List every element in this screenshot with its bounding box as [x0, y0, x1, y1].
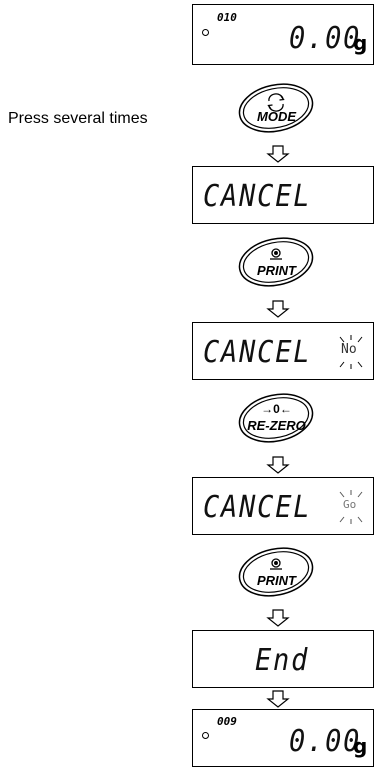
- down-arrow-icon: [266, 456, 290, 474]
- button-outline-icon: [238, 83, 314, 133]
- blink-marks-icon: [339, 490, 363, 524]
- rezero-button[interactable]: →0← RE-ZERO: [236, 392, 317, 444]
- rezero-label: RE-ZERO: [247, 418, 306, 433]
- display-cancel-go: CANCEL Go: [192, 477, 374, 535]
- blink-marks-icon: [339, 335, 363, 369]
- weight-value: 0.00: [289, 21, 362, 56]
- zero-arrows-icon: →0←: [261, 402, 292, 416]
- cycle-arrows-icon: [267, 93, 285, 112]
- instruction-label: Press several times: [8, 110, 148, 127]
- cancel-text: CANCEL: [203, 335, 312, 370]
- cancel-text: CANCEL: [203, 490, 312, 525]
- unit-label: g: [353, 734, 368, 758]
- print-button[interactable]: PRINT: [236, 236, 317, 288]
- button-outline-icon: [238, 547, 314, 597]
- button-outline-icon: [238, 237, 314, 287]
- cancel-text: CANCEL: [203, 179, 312, 214]
- down-arrow-icon: [266, 690, 290, 708]
- sample-number: 010: [217, 11, 237, 24]
- down-arrow-icon: [266, 145, 290, 163]
- display-weighing-start: 010 0.00 g: [192, 4, 374, 65]
- print-label: PRINT: [257, 573, 296, 588]
- down-arrow-icon: [266, 300, 290, 318]
- stable-indicator-icon: [202, 732, 209, 739]
- print-label: PRINT: [257, 263, 296, 278]
- mode-button[interactable]: MODE: [236, 82, 317, 134]
- unit-label: g: [353, 31, 368, 55]
- sample-number: 009: [217, 715, 237, 728]
- down-arrow-icon: [266, 609, 290, 627]
- mode-label: MODE: [257, 109, 296, 124]
- display-end: End: [192, 630, 374, 688]
- print-icon: [270, 558, 282, 570]
- stable-indicator-icon: [202, 29, 209, 36]
- button-outline-icon: [238, 393, 314, 443]
- display-cancel-no: CANCEL No: [192, 322, 374, 380]
- display-cancel: CANCEL: [192, 166, 374, 224]
- option-no-blinking: No: [341, 342, 357, 357]
- weight-value: 0.00: [289, 724, 362, 759]
- print-icon: [270, 248, 282, 260]
- option-go-blinking: Go: [343, 498, 357, 511]
- end-text: End: [255, 643, 310, 678]
- display-weighing-end: 009 0.00 g: [192, 709, 374, 767]
- print-button[interactable]: PRINT: [236, 546, 317, 598]
